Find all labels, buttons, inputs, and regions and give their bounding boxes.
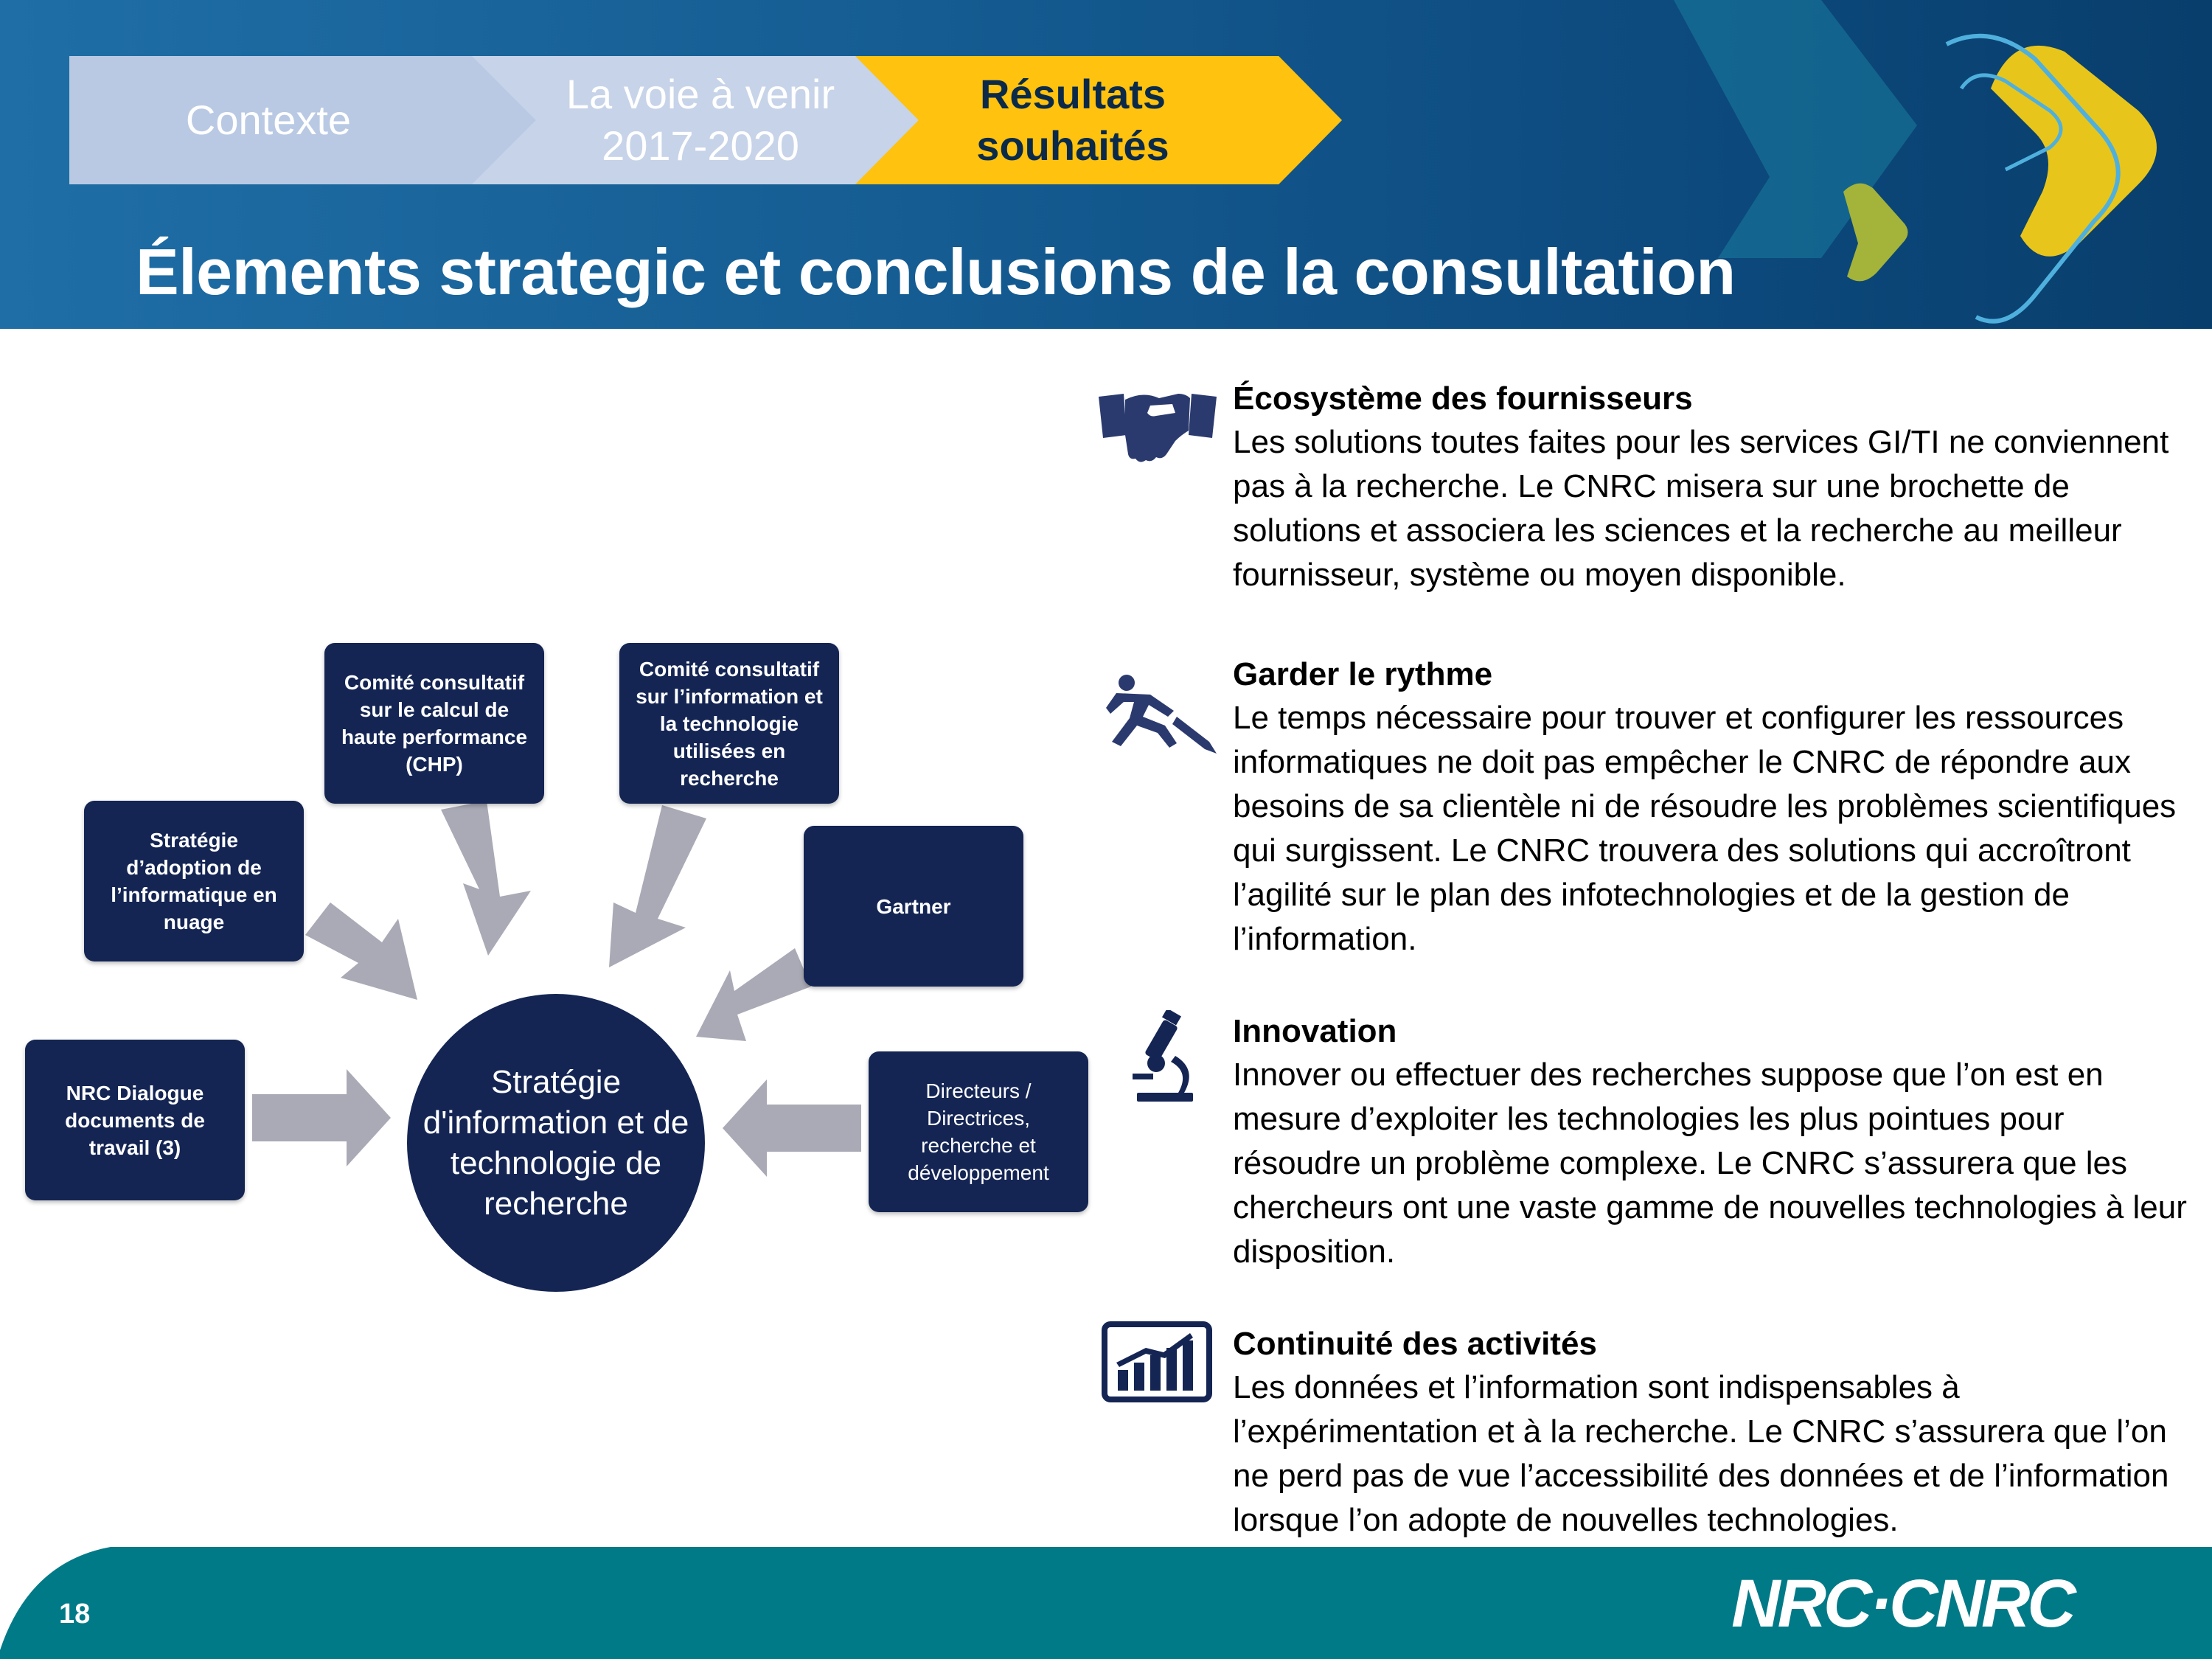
page-number: 18 (59, 1599, 91, 1630)
page-title: Élements strategic et conclusions de la … (136, 235, 1736, 308)
strategy-diagram: Comité consultatif sur le calcul de haut… (0, 329, 1106, 1545)
breadcrumb-step-label: Contexte (185, 97, 352, 143)
section-title: Garder le rythme (1233, 656, 1493, 692)
breadcrumb-step-way-forward[interactable]: La voie à venir 2017-2020 (472, 56, 929, 184)
breadcrumb-step-label: Résultats souhaités (976, 71, 1169, 169)
breadcrumb-step-context[interactable]: Contexte (69, 56, 556, 184)
arrow-cloud (305, 902, 417, 1000)
svg-text:NRC·CNRC: NRC·CNRC (1731, 1569, 2077, 1639)
arrow-gartner (696, 948, 811, 1041)
section-text: Innover ou effectuer des recherches supp… (1233, 1057, 2187, 1270)
section-pace: Garder le rythme Le temps nécessaire pou… (1233, 653, 2191, 961)
footer-background (0, 1547, 2212, 1659)
center-strategy-circle: Stratégie d'information et de technologi… (407, 994, 705, 1292)
header-band: Contexte La voie à venir 2017-2020 Résul… (0, 0, 2212, 329)
section-text: Le temps nécessaire pour trouver et conf… (1233, 700, 2177, 957)
footer-band (0, 1547, 2212, 1659)
diagram-arrows (252, 801, 861, 1177)
box-hpc-committee: Comité consultatif sur le calcul de haut… (324, 643, 544, 804)
section-continuity: Continuité des activités Les données et … (1233, 1323, 2191, 1543)
microscope-icon (1133, 1010, 1193, 1102)
box-gartner: Gartner (804, 826, 1023, 987)
breadcrumb-step-label: La voie à venir 2017-2020 (566, 71, 835, 169)
nrc-cnrc-logo: NRC·CNRC (1731, 1569, 2080, 1639)
bar-chart-icon (1102, 1321, 1212, 1402)
section-text: Les solutions toutes faites pour les ser… (1233, 424, 2169, 593)
section-innovation: Innovation Innover ou effectuer des rech… (1233, 1010, 2191, 1274)
handshake-icon (1099, 394, 1217, 462)
section-text: Les données et l’information sont indisp… (1233, 1369, 2169, 1538)
box-cloud-strategy: Stratégie d’adoption de l’informatique e… (84, 801, 304, 961)
section-suppliers: Écosystème des fournisseurs Les solution… (1233, 378, 2191, 597)
box-directors: Directeurs / Directrices, recherche et d… (869, 1051, 1088, 1212)
arrow-itr (609, 805, 706, 967)
section-title: Écosystème des fournisseurs (1233, 380, 1693, 417)
box-nrc-dialogue: NRC Dialogue documents de travail (3) (25, 1040, 245, 1200)
section-title: Innovation (1233, 1013, 1397, 1049)
arrow-dialogue (252, 1069, 391, 1166)
arrow-directors (723, 1079, 861, 1177)
decorative-chevrons (1674, 0, 2157, 324)
runner-icon (1106, 675, 1217, 754)
section-title: Continuité des activités (1233, 1326, 1597, 1362)
box-itr-committee: Comité consultatif sur l’information et … (619, 643, 839, 804)
arrow-hpc (441, 801, 531, 956)
breadcrumb-step-results[interactable]: Résultats souhaités (855, 56, 1342, 184)
